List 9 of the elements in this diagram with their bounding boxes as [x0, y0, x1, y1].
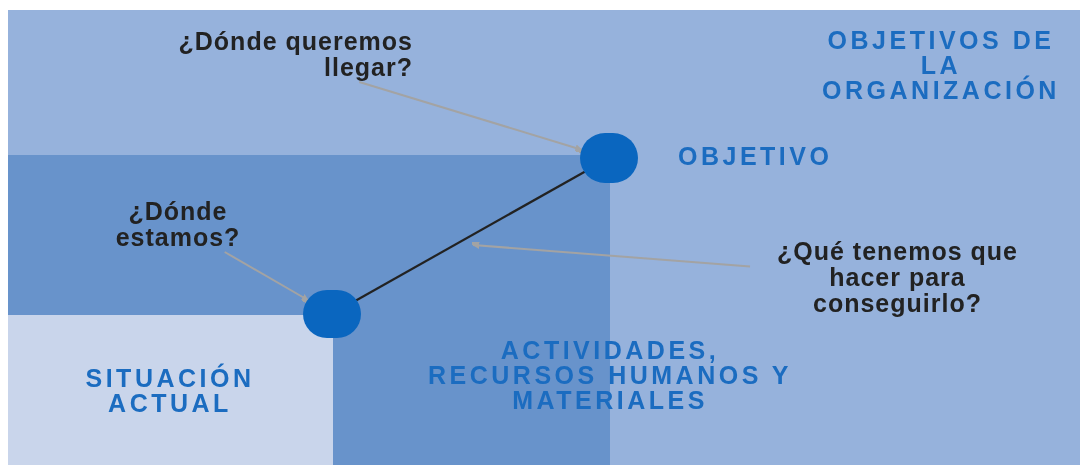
- objective-label: OBJETIVO: [678, 143, 833, 169]
- area-heading: ACTIVIDADES, RECURSOS HUMANOS Y MATERIALES: [427, 338, 793, 413]
- question-text: ¿Qué tenemos que hacer para conseguirlo?: [750, 238, 1045, 318]
- area-heading: OBJETIVOS DE LA ORGANIZACIÓN: [821, 28, 1061, 103]
- area-band: [8, 315, 333, 465]
- question-text: ¿Dónde queremos llegar?: [128, 28, 413, 82]
- area-band: [8, 10, 1080, 465]
- question-text: ¿Dónde estamos?: [98, 198, 258, 252]
- connector-line: [355, 170, 586, 302]
